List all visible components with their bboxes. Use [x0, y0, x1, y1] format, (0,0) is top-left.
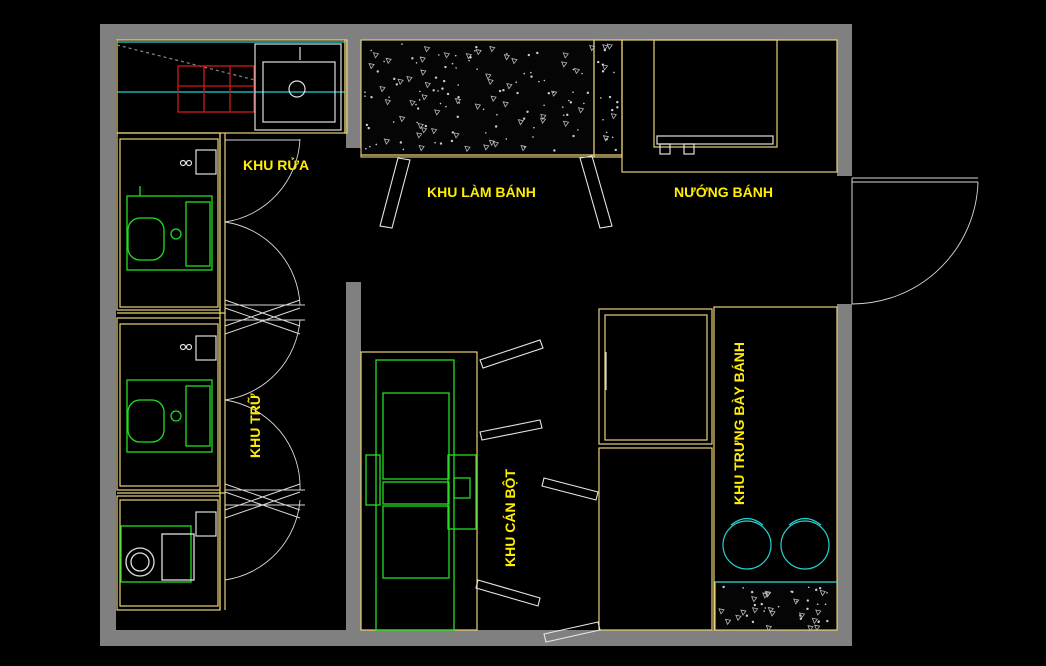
stall-doors	[224, 138, 305, 581]
walls	[100, 24, 852, 646]
sink	[254, 43, 342, 131]
label-khu-lam-banh: KHU LÀM BÁNH	[427, 184, 536, 200]
storage-machine-2	[126, 379, 213, 453]
chairs	[379, 155, 613, 643]
label-khu-can-bot: KHU CÁN BỘT	[501, 469, 518, 567]
counter-texture	[718, 585, 829, 632]
storage-shelf	[177, 65, 255, 113]
dough-rolling-table	[360, 351, 478, 631]
counter-texture	[597, 43, 619, 152]
zone-labels: KHU RỬA KHU LÀM BÁNH NƯỚNG BÁNH KHU TRỮ …	[243, 156, 773, 567]
display-cabinets	[598, 306, 838, 631]
storage-machine-3	[120, 525, 195, 583]
exterior-door	[851, 177, 979, 305]
label-khu-trung-bay-banh: KHU TRƯNG BÀY BÁNH	[731, 342, 747, 505]
storage-stalls	[116, 132, 226, 611]
label-khu-tru: KHU TRỮ	[246, 393, 263, 458]
oven	[621, 39, 838, 173]
label-khu-rua: KHU RỬA	[243, 156, 309, 173]
label-nuong-banh: NƯỚNG BÁNH	[674, 183, 773, 200]
baking-worktable	[360, 39, 623, 158]
washing-counter	[116, 39, 348, 134]
counter-texture	[364, 43, 596, 153]
storage-machine-1	[126, 186, 213, 271]
